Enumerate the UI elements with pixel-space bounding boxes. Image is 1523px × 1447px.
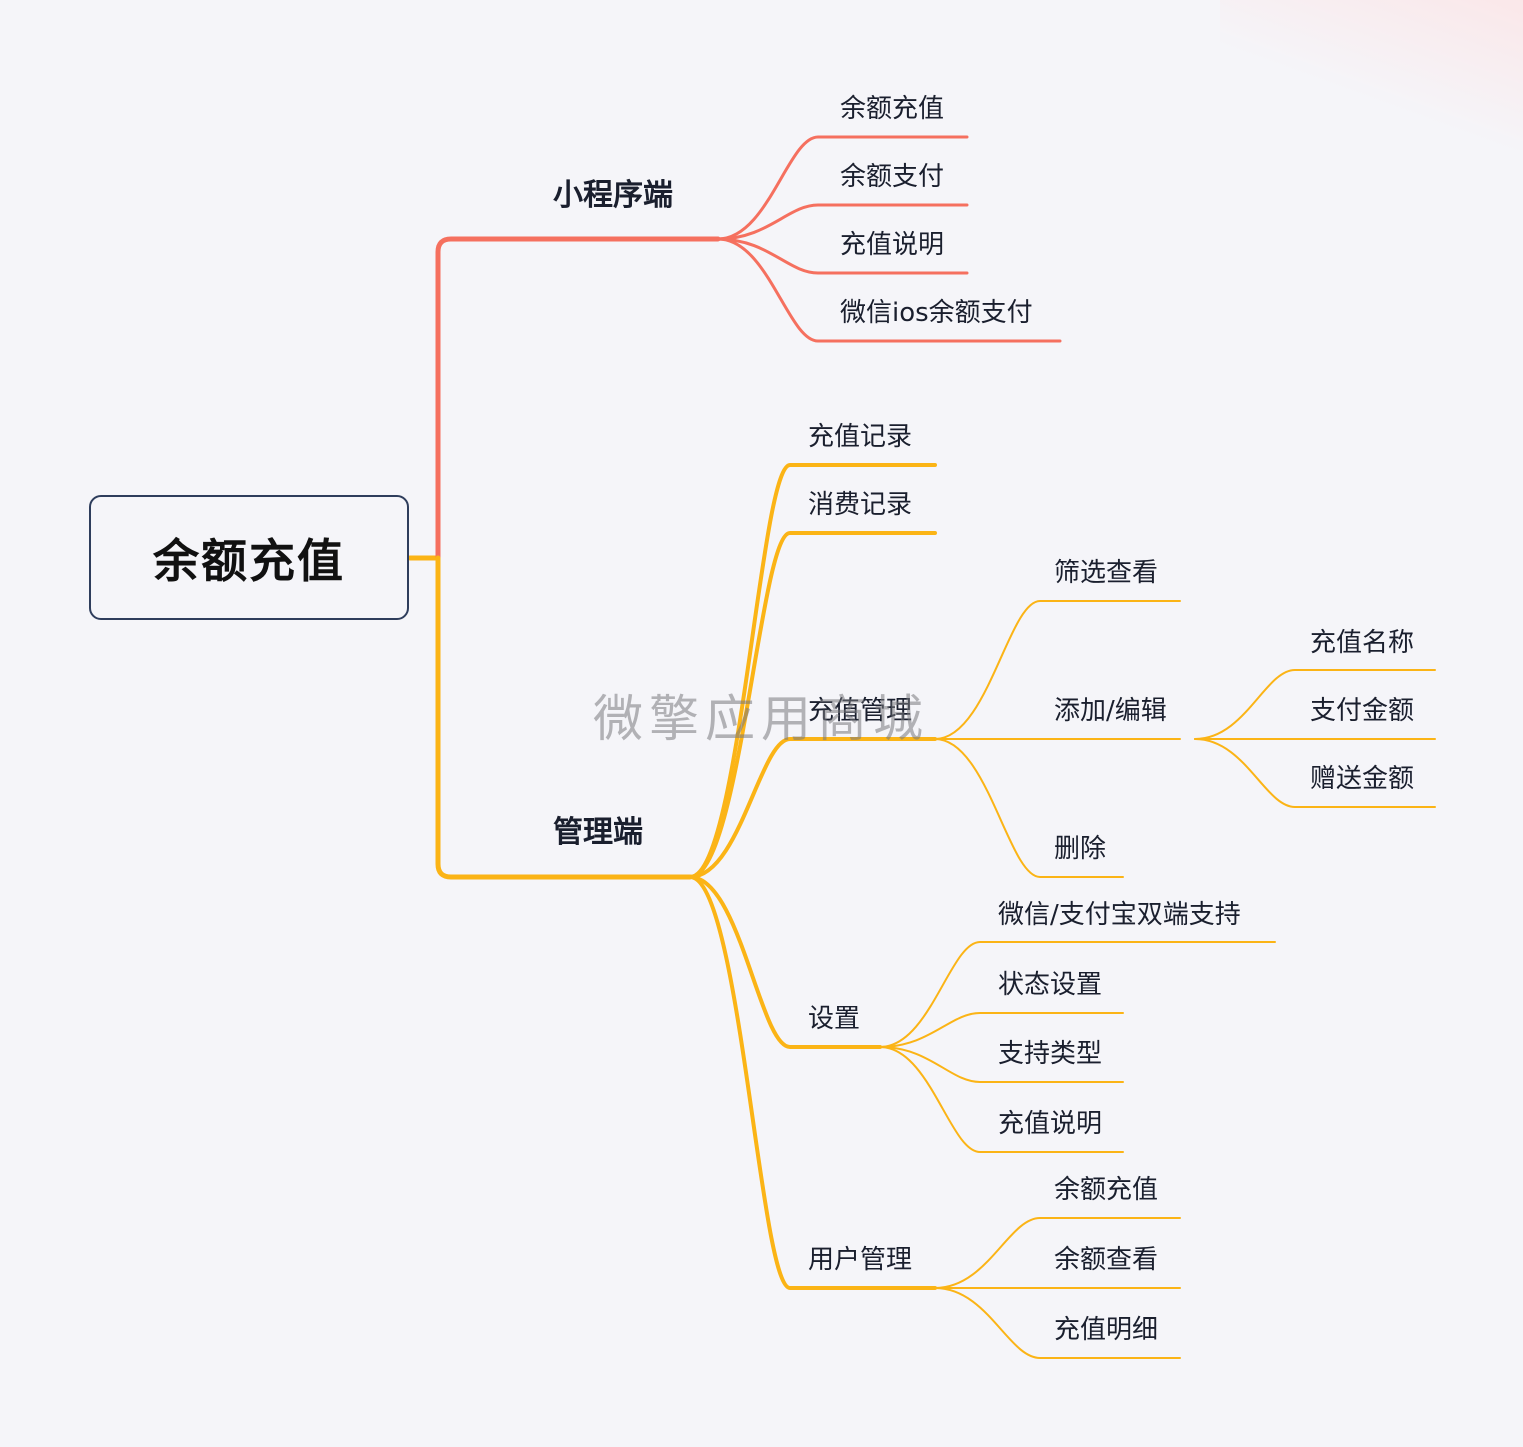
node-admin[interactable]: 管理端 — [553, 815, 643, 850]
node-recharge-manage[interactable]: 充值管理 — [808, 696, 913, 726]
node-recharge-records[interactable]: 充值记录 — [808, 422, 913, 452]
node-mini-ios-pay[interactable]: 微信ios余额支付 — [840, 298, 1033, 328]
edge-admin-users — [688, 875, 937, 1290]
edge-settings-child-0 — [879, 941, 1276, 1048]
node-settings-desc[interactable]: 充值说明 — [998, 1109, 1103, 1139]
edge-manage-child-0 — [934, 600, 1181, 740]
edge-root-admin — [435, 555, 693, 880]
node-consume-records[interactable]: 消费记录 — [808, 490, 913, 520]
edge-settings-child-2 — [879, 1046, 1124, 1083]
node-dual-support[interactable]: 微信/支付宝双端支持 — [998, 900, 1241, 930]
edge-settings-child-1 — [879, 1012, 1124, 1048]
edge-mini-child-3 — [716, 237, 1062, 343]
node-mini-recharge[interactable]: 余额充值 — [840, 94, 945, 124]
corner-tint — [1220, 0, 1523, 150]
edge-admin-settings — [688, 875, 882, 1049]
edge-settings-child-3 — [879, 1046, 1124, 1153]
edge-users-child-0 — [934, 1217, 1181, 1289]
root-node[interactable]: 余额充值 — [89, 495, 409, 620]
root-node-label: 余额充值 — [153, 533, 345, 588]
edge-addedit-child-2 — [1194, 738, 1436, 808]
node-user-manage[interactable]: 用户管理 — [808, 1245, 913, 1275]
edge-root-mini — [435, 236, 721, 561]
edge-mini-child-1 — [716, 203, 969, 241]
node-user-recharge[interactable]: 余额充值 — [1054, 1175, 1159, 1205]
node-delete[interactable]: 删除 — [1054, 834, 1107, 864]
node-pay-amount[interactable]: 支付金额 — [1310, 696, 1415, 726]
node-filter-view[interactable]: 筛选查看 — [1054, 558, 1159, 588]
node-status-setting[interactable]: 状态设置 — [998, 970, 1103, 1000]
edge-addedit-child-0 — [1194, 669, 1436, 740]
node-user-view[interactable]: 余额查看 — [1054, 1245, 1159, 1275]
edge-manage-child-2 — [934, 738, 1124, 878]
watermark: 微擎应用商城 — [593, 690, 929, 748]
node-recharge-name[interactable]: 充值名称 — [1310, 628, 1415, 658]
edge-admin-consume — [688, 531, 937, 879]
node-add-edit[interactable]: 添加/编辑 — [1054, 696, 1167, 726]
node-settings[interactable]: 设置 — [808, 1004, 861, 1034]
edge-users-child-2 — [934, 1287, 1181, 1359]
node-mini-pay[interactable]: 余额支付 — [840, 162, 945, 192]
node-recharge-detail[interactable]: 充值明细 — [1054, 1315, 1159, 1345]
node-gift-amount[interactable]: 赠送金额 — [1310, 764, 1415, 794]
node-mini-desc[interactable]: 充值说明 — [840, 230, 945, 260]
node-mini-program[interactable]: 小程序端 — [553, 178, 673, 213]
node-support-type[interactable]: 支持类型 — [998, 1039, 1103, 1069]
edge-admin-manage — [688, 737, 937, 879]
edge-mini-child-2 — [716, 237, 969, 275]
edge-mini-child-0 — [716, 135, 969, 241]
